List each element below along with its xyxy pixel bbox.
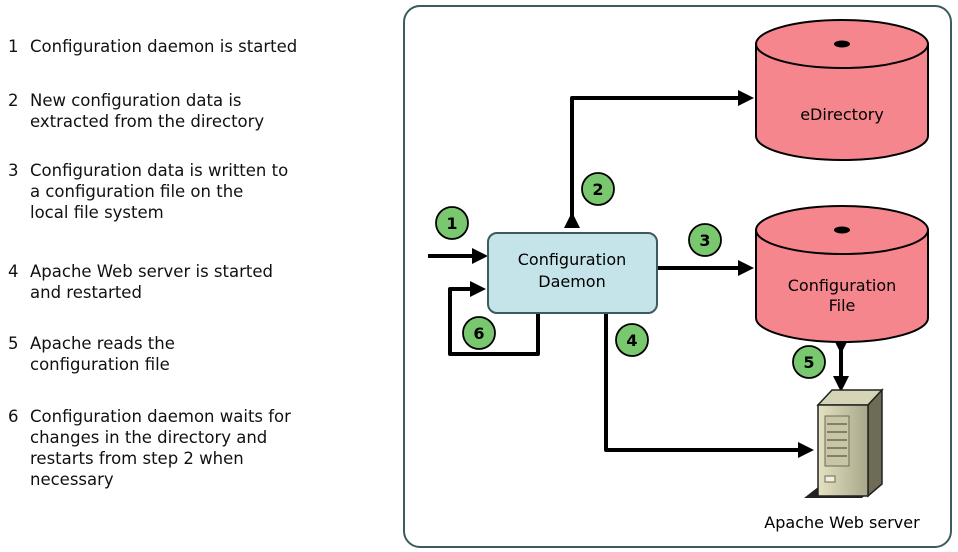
badge-number: 4 bbox=[626, 331, 637, 350]
step-text: Configuration daemon is started bbox=[30, 37, 298, 56]
badge-5: 5 bbox=[792, 345, 826, 379]
server-label: Apache Web server bbox=[764, 513, 920, 532]
daemon-label-line2: Daemon bbox=[538, 272, 605, 291]
step-number: 3 bbox=[8, 161, 19, 180]
arrow-daemon-server bbox=[604, 314, 814, 458]
step-text: Apache Web server is started and restart… bbox=[30, 262, 273, 302]
step-number: 2 bbox=[8, 91, 19, 110]
step-number: 5 bbox=[8, 334, 19, 353]
step-3: 3 Configuration data is written to a con… bbox=[8, 160, 288, 223]
step-number: 4 bbox=[8, 262, 19, 281]
step-2: 2 New configuration data is extracted fr… bbox=[8, 90, 264, 132]
arrow-daemon-loop bbox=[448, 281, 540, 356]
step-text: Configuration daemon waits for changes i… bbox=[30, 407, 291, 489]
server-icon bbox=[804, 388, 884, 498]
daemon-label-line1: Configuration bbox=[518, 250, 627, 269]
step-4: 4 Apache Web server is started and resta… bbox=[8, 261, 273, 303]
config-file-label-line2: File bbox=[829, 296, 856, 315]
step-text: Apache reads the configuration file bbox=[30, 334, 175, 374]
edirectory-cylinder: eDirectory bbox=[755, 19, 929, 161]
step-number: 6 bbox=[8, 407, 19, 426]
badge-number: 1 bbox=[446, 214, 457, 233]
step-number: 1 bbox=[8, 37, 19, 56]
badge-6: 6 bbox=[462, 316, 496, 350]
step-6: 6 Configuration daemon waits for changes… bbox=[8, 406, 291, 490]
badge-3: 3 bbox=[688, 223, 722, 257]
arrow-daemon-edirectory bbox=[564, 90, 754, 228]
badge-1: 1 bbox=[435, 206, 469, 240]
step-5: 5 Apache reads the configuration file bbox=[8, 333, 175, 375]
badge-number: 3 bbox=[699, 231, 710, 250]
diagram-frame bbox=[403, 5, 952, 548]
config-daemon-box: Configuration Daemon bbox=[487, 232, 658, 314]
step-text: New configuration data is extracted from… bbox=[30, 91, 265, 131]
badge-number: 5 bbox=[803, 353, 814, 372]
badge-4: 4 bbox=[615, 323, 649, 357]
step-1: 1 Configuration daemon is started bbox=[8, 36, 297, 57]
badge-number: 2 bbox=[592, 180, 603, 199]
badge-number: 6 bbox=[473, 324, 484, 343]
badge-2: 2 bbox=[581, 172, 615, 206]
config-file-cylinder: Configuration File bbox=[755, 205, 929, 343]
step-text: Configuration data is written to a confi… bbox=[30, 161, 289, 222]
config-file-label-line1: Configuration bbox=[788, 276, 897, 295]
edirectory-label: eDirectory bbox=[800, 105, 884, 124]
